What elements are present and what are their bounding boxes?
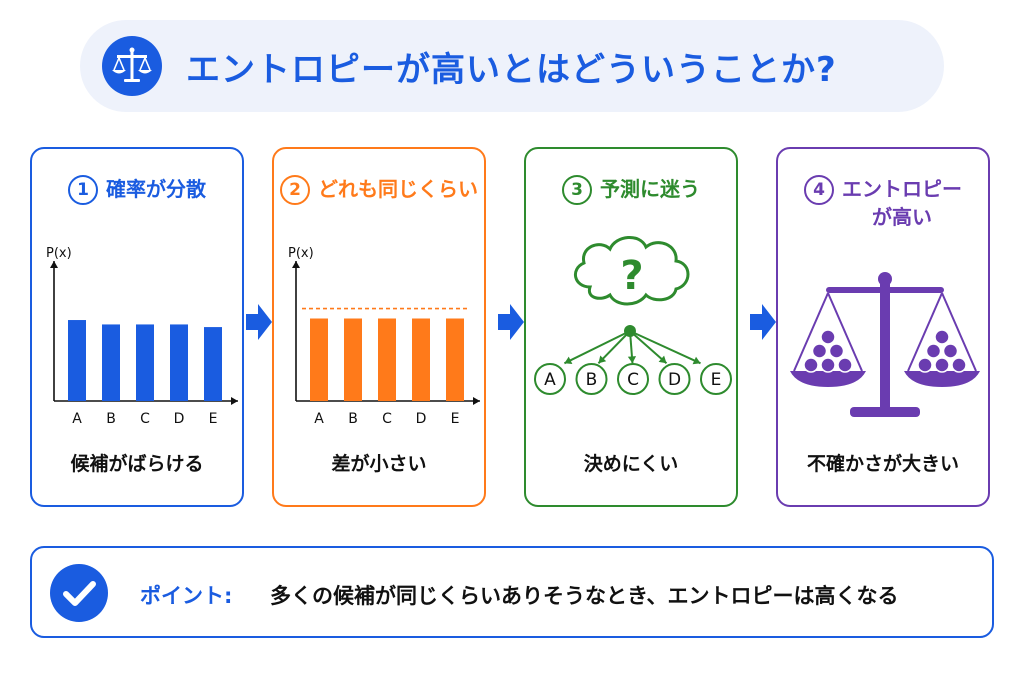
tick-label-C: C — [382, 411, 392, 427]
weight-ball — [820, 329, 836, 345]
option-label-B: B — [586, 370, 598, 390]
title-banner: エントロピーが高いとはどういうことか? — [80, 20, 944, 112]
weight-ball — [803, 357, 819, 373]
panel-3-title: 3 予測に迷う — [526, 175, 736, 205]
question-mark: ? — [620, 253, 643, 299]
bar-chart-spread: P(x) A B C D E — [46, 246, 238, 427]
panel-3-title-text: 予測に迷う — [600, 177, 700, 201]
weight-ball — [811, 343, 828, 359]
right-arrow-icon — [246, 304, 272, 340]
option-label-D: D — [668, 370, 681, 390]
bar-E — [446, 318, 464, 401]
weight-ball — [917, 357, 933, 373]
option-circle-A — [534, 363, 566, 395]
y-axis-label: P(x) — [46, 246, 72, 261]
y-axis-arrow — [50, 261, 58, 268]
page-title: エントロピーが高いとはどういうことか? — [186, 50, 837, 90]
bar-B — [102, 324, 120, 401]
step-number-1: 1 — [68, 175, 98, 205]
branch-arrow-D — [629, 330, 668, 365]
weight-ball — [951, 357, 967, 373]
panel-4-title-text: エントロピーが高い — [842, 177, 962, 229]
branch-arrow-B — [597, 330, 631, 364]
panel-hard-to-predict: 3 予測に迷う ? A B C D E 決めにくい — [524, 147, 738, 507]
tick-label-B: B — [348, 411, 358, 427]
panel-all-similar: 2 どれも同じくらい P(x) A B C D E 差が小さい — [272, 147, 486, 507]
thought-cloud-icon — [574, 236, 690, 306]
y-axis-label: P(x) — [288, 246, 314, 261]
option-label-A: A — [544, 370, 556, 390]
weight-ball — [934, 329, 950, 345]
option-label-C: C — [627, 370, 639, 390]
panel-4-caption: 不確かさが大きい — [806, 453, 959, 475]
weight-ball — [837, 357, 853, 373]
scale-icon — [102, 36, 162, 96]
weight-ball — [925, 343, 942, 359]
panel-1-title-text: 確率が分散 — [106, 177, 206, 201]
panel-1-caption: 候補がばらける — [70, 453, 204, 475]
panel-high-entropy: 4 エントロピーが高い 不確かさが大きい — [776, 147, 990, 507]
weight-ball — [934, 357, 950, 373]
tick-label-C: C — [140, 411, 150, 427]
panel-probability-spread: 1 確率が分散 P(x) A B C D E 候補がばらける — [30, 147, 244, 507]
bar-E — [204, 327, 222, 401]
option-circle-C — [617, 363, 649, 395]
key-point-box: ポイント: 多くの候補が同じくらいありそうなとき、エントロピーは高くなる — [30, 546, 994, 638]
panel-3-caption: 決めにくい — [583, 453, 679, 475]
x-axis-arrow — [473, 397, 480, 405]
bar-chart-uniform: P(x) A B C D E — [288, 246, 480, 427]
bar-D — [412, 318, 430, 401]
tick-label-B: B — [106, 411, 116, 427]
bar-C — [136, 324, 154, 401]
bar-D — [170, 324, 188, 401]
balance-scale-icon — [790, 272, 980, 417]
arrowhead-C — [627, 356, 637, 364]
arrowhead-D — [658, 355, 667, 364]
tick-label-D: D — [174, 411, 185, 427]
point-label: ポイント: — [140, 584, 233, 608]
right-arrow-icon — [750, 304, 776, 340]
bar-C — [378, 318, 396, 401]
arrowhead-A — [564, 356, 573, 364]
option-circle-E — [700, 363, 732, 395]
branch-arrow-E — [629, 330, 701, 365]
panel-4-title: 4 エントロピーが高い — [778, 175, 988, 231]
step-number-2: 2 — [280, 175, 310, 205]
step-number-4: 4 — [804, 175, 834, 205]
panel-1-title: 1 確率が分散 — [32, 175, 242, 205]
option-circle-B — [575, 363, 608, 395]
weight-ball — [820, 357, 836, 373]
right-arrow-icon — [498, 304, 524, 340]
panel-2-title-text: どれも同じくらい — [318, 177, 478, 201]
tick-label-E: E — [209, 411, 218, 427]
step-number-3: 3 — [562, 175, 592, 205]
point-text: 多くの候補が同じくらいありそうなとき、エントロピーは高くなる — [270, 584, 899, 608]
checkmark-icon — [50, 564, 108, 622]
weight-ball — [828, 343, 845, 359]
branch-arrows — [563, 330, 701, 365]
arrowhead-B — [598, 355, 607, 364]
option-circle-D — [658, 363, 691, 395]
tick-label-A: A — [314, 411, 324, 427]
option-label-E: E — [711, 370, 722, 390]
branch-arrow-A — [563, 330, 631, 365]
panel-2-title: 2 どれも同じくらい — [274, 175, 484, 205]
tick-label-E: E — [451, 411, 460, 427]
panel-2-caption: 差が小さい — [331, 453, 427, 475]
y-axis-arrow — [292, 261, 300, 268]
arrowhead-E — [692, 356, 701, 365]
tick-label-D: D — [416, 411, 427, 427]
weight-ball — [942, 343, 959, 359]
bar-A — [310, 318, 328, 401]
thought-cloud-diagram: ? A B C D E — [534, 236, 732, 395]
bar-A — [68, 320, 86, 401]
x-axis-arrow — [231, 397, 238, 405]
bar-B — [344, 318, 362, 401]
tick-label-A: A — [72, 411, 82, 427]
